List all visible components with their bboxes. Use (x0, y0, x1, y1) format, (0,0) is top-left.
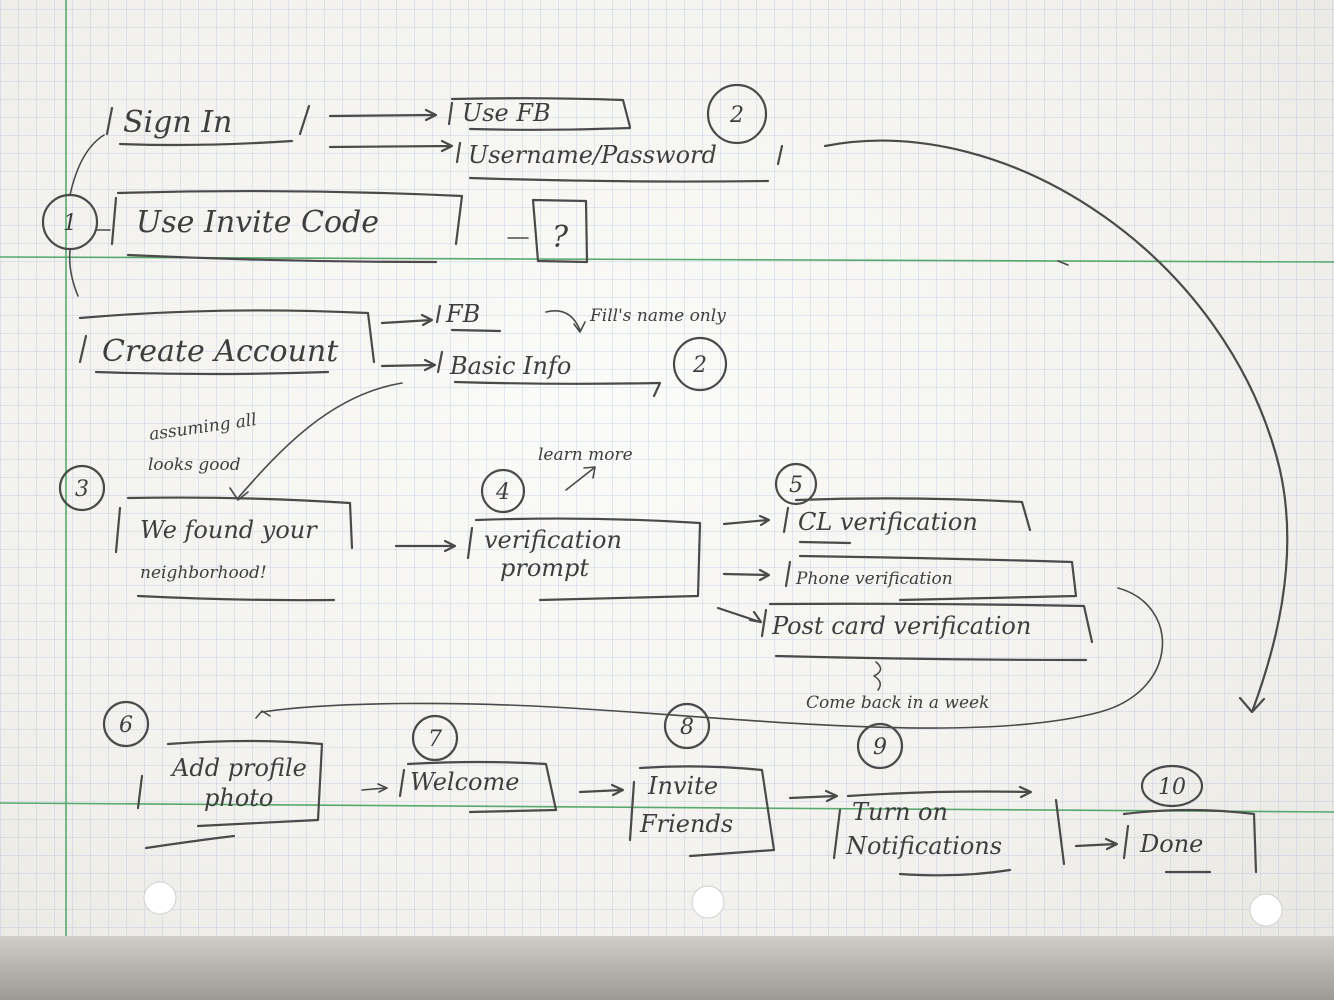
invite-friends-line2: Friends (639, 810, 733, 838)
create-account-node: Create Account (78, 309, 376, 376)
learn-more-arrow (565, 466, 596, 491)
notifications-to-done-arrow (1074, 837, 1119, 851)
invite-friends-line1: Invite (647, 772, 718, 800)
punch-hole-right (1249, 893, 1283, 927)
cl-verification-label: CL verification (798, 508, 978, 536)
invite-friends-node: Invite Friends (628, 765, 776, 858)
verification-label-line1: verification (484, 526, 622, 554)
basic-to-found-curve (229, 382, 403, 501)
notifications-line1: Turn on (852, 798, 948, 826)
done-node: Done (1122, 808, 1258, 874)
svg-text:2: 2 (729, 103, 744, 128)
assuming-note-line1: assuming all (148, 410, 258, 445)
notifications-node: Turn on Notifications (832, 785, 1066, 877)
to-postcard-arrow (716, 606, 763, 624)
sign-in-to-fb-arrow (328, 108, 438, 122)
fb-label: FB (445, 300, 480, 328)
svg-text:8: 8 (680, 715, 694, 740)
welcome-node: Welcome (398, 760, 558, 814)
postcard-brace (873, 661, 882, 691)
svg-text:4: 4 (495, 480, 510, 505)
to-cl-arrow (722, 514, 771, 527)
create-to-fb-arrow (380, 313, 434, 327)
table-shadow (0, 936, 1334, 1000)
done-label: Done (1139, 830, 1203, 858)
svg-text:5: 5 (789, 473, 803, 498)
create-to-basic-arrow (380, 358, 437, 372)
use-fb-node: Use FB (447, 97, 632, 131)
fb-node: FB (435, 300, 502, 333)
profile-label-line1: Add profile (170, 754, 307, 782)
punch-hole-middle (691, 885, 725, 919)
profile-to-welcome-arrow (361, 783, 388, 793)
basic-info-node: Basic Info (436, 350, 662, 398)
create-account-label: Create Account (102, 334, 339, 369)
step-7-badge: 7 (411, 714, 459, 762)
notifications-line2: Notifications (845, 832, 1002, 860)
invite-to-notifications-arrow (788, 789, 839, 803)
svg-text:1: 1 (63, 211, 77, 236)
phone-verification-node: Phone verification (784, 554, 1078, 602)
use-fb-label: Use FB (462, 99, 551, 127)
step-10-badge: 10 (1140, 764, 1204, 808)
step-6-badge: 6 (102, 700, 150, 748)
sign-in-to-password-arrow (328, 139, 454, 153)
username-password-node: Username/Password (455, 141, 784, 183)
to-phone-arrow (722, 568, 771, 582)
step-8-badge: 8 (663, 702, 711, 750)
verification-label-line2: prompt (500, 554, 589, 582)
punch-holes (143, 881, 1283, 927)
postcard-verification-label: Post card verification (771, 612, 1031, 640)
fb-name-only-note: Fill's name only (589, 306, 726, 326)
postcard-loop-back (255, 587, 1164, 729)
step-2-badge-signin: 2 (706, 83, 768, 145)
phone-verification-label: Phone verification (795, 569, 953, 589)
add-profile-photo-node: Add profile photo (136, 739, 324, 850)
step-3-badge: 3 (58, 464, 106, 512)
svg-text:3: 3 (75, 477, 89, 502)
verification-prompt-node: verification prompt (466, 517, 702, 602)
welcome-label: Welcome (410, 768, 519, 796)
unknown-node: ? (531, 198, 589, 264)
invite-code-node: Use Invite Code (110, 189, 464, 264)
step-1-badge: 1 (41, 193, 99, 251)
bottom-margin-line (0, 802, 1334, 813)
learn-more-note: learn more (538, 445, 633, 465)
password-to-done-curve (823, 139, 1289, 714)
found-label-line2: neighborhood! (140, 563, 267, 583)
step-2-badge-create: 2 (672, 336, 728, 392)
svg-text:2: 2 (692, 353, 707, 378)
sign-in-label: Sign In (123, 105, 232, 140)
bracket-connector (68, 134, 111, 297)
assuming-note-line2: looks good (148, 455, 241, 475)
unknown-label: ? (552, 220, 569, 255)
username-password-label: Username/Password (468, 141, 717, 169)
profile-label-line2: photo (204, 784, 273, 812)
svg-text:9: 9 (873, 735, 887, 760)
found-neighborhood-node: We found your neighborhood! (114, 496, 354, 602)
fb-note-arrow (545, 310, 586, 333)
postcard-verification-node: Post card verification (760, 602, 1094, 662)
found-label-line1: We found your (140, 516, 318, 544)
invite-code-label: Use Invite Code (136, 205, 379, 240)
basic-info-label: Basic Info (449, 352, 571, 380)
svg-text:7: 7 (428, 727, 442, 752)
step-4-badge: 4 (480, 468, 526, 514)
cl-verification-node: CL verification (782, 497, 1032, 545)
welcome-to-invite-arrow (578, 783, 625, 797)
found-to-verification-arrow (394, 539, 457, 553)
svg-text:6: 6 (119, 713, 133, 738)
punch-hole-left (143, 881, 177, 915)
step-9-badge: 9 (856, 722, 904, 770)
come-back-note: Come back in a week (806, 693, 989, 713)
step-5-badge: 5 (774, 462, 818, 506)
sign-in-node: Sign In (105, 104, 311, 147)
svg-text:10: 10 (1158, 775, 1186, 800)
stray-mark (1057, 260, 1069, 266)
